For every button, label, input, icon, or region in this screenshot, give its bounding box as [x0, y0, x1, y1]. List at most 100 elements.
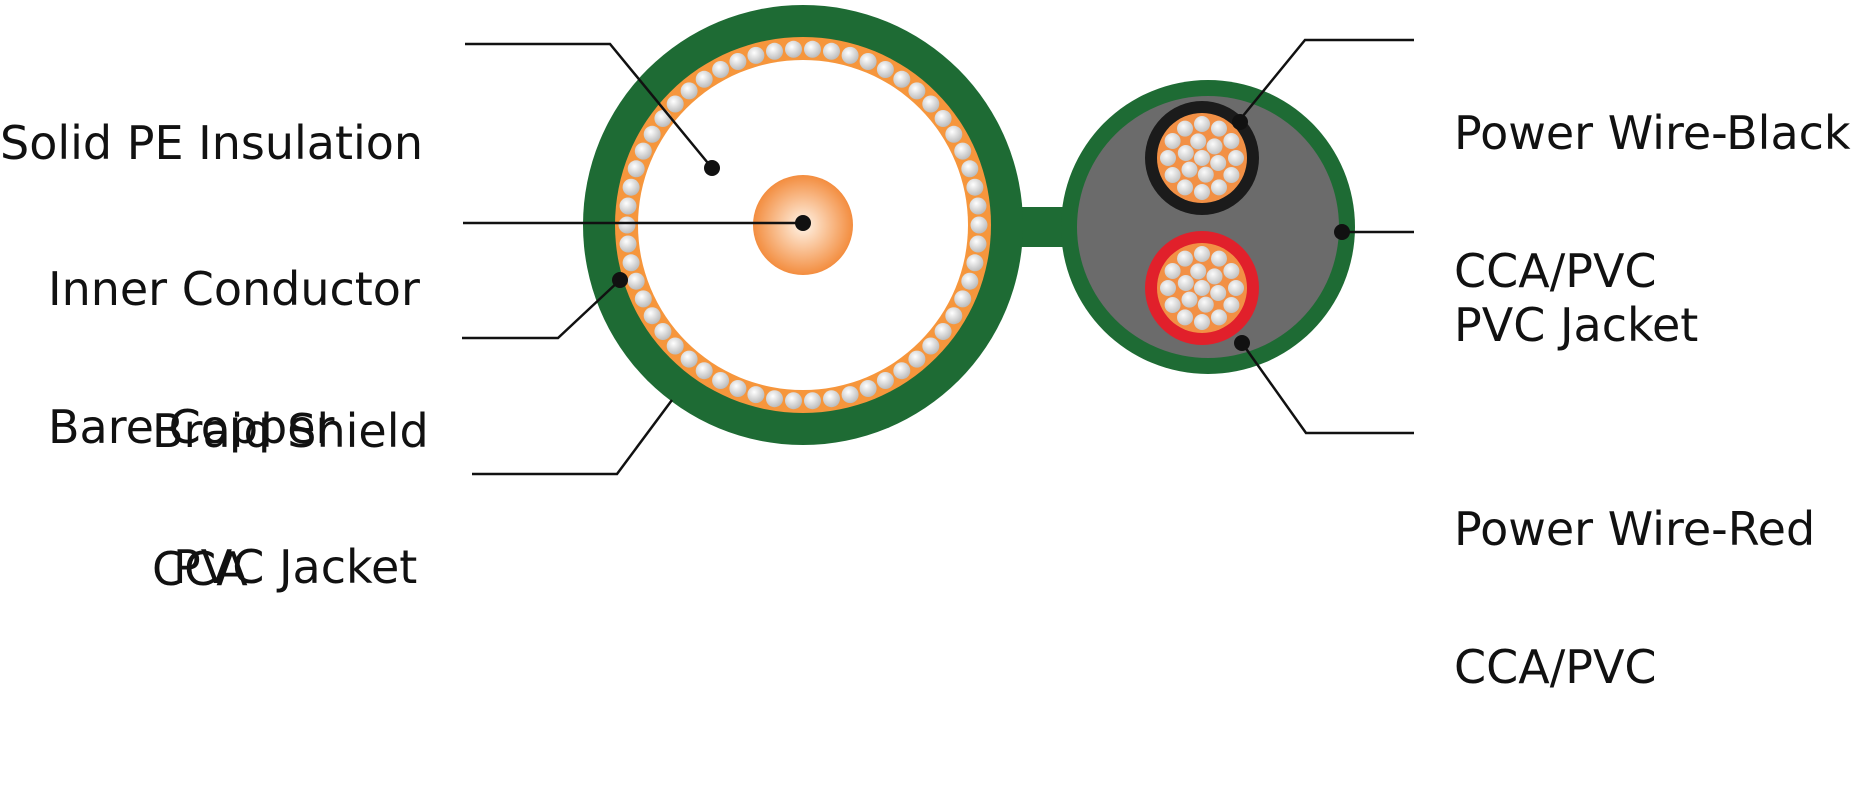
conductor-strand — [1211, 309, 1227, 326]
conductor-strand — [1164, 167, 1181, 183]
braid-strand — [627, 160, 645, 178]
braid-strand — [969, 197, 987, 215]
braid-strand — [666, 95, 684, 113]
braid-strand — [954, 142, 972, 160]
braid-strand — [876, 61, 894, 78]
braid-strand — [666, 337, 684, 355]
braid-strand — [619, 197, 637, 215]
power-wire-red-strands — [1160, 246, 1244, 330]
diagram-canvas — [462, 5, 1414, 476]
braid-strand — [622, 254, 640, 272]
braid-strand — [785, 40, 802, 58]
braid-strand — [643, 307, 661, 325]
label-solid-pe-insulation: Solid PE Insulation — [0, 28, 423, 258]
cable-cross-section-diagram: Solid PE Insulation Inner Conductor Bare… — [0, 5, 1851, 690]
conductor-strand — [1223, 133, 1240, 149]
conductor-strand — [1194, 116, 1210, 132]
braid-strand — [619, 235, 637, 253]
braid-strand — [954, 290, 972, 308]
braid-strand — [969, 235, 987, 253]
dot-inner-conductor — [795, 215, 811, 231]
dot-pvc-right — [1334, 224, 1350, 240]
braid-strand — [823, 390, 840, 408]
braid-strand — [908, 82, 926, 100]
conductor-strand — [1177, 275, 1194, 291]
label-inner-conductor: Inner Conductor Bare Copper — [48, 174, 420, 542]
label-solid-pe-line1: Solid PE Insulation — [0, 116, 424, 170]
conductor-strand — [1164, 133, 1181, 149]
label-power-wire-black: Power Wire-Black CCA/PVC — [1454, 18, 1851, 386]
conductor-strand — [1181, 161, 1198, 178]
braid-strand — [945, 307, 963, 325]
braid-strand — [680, 82, 698, 100]
label-power-wire-red: Power Wire-Red CCA/PVC — [1454, 414, 1815, 782]
braid-strand — [934, 323, 952, 340]
braid-strand — [695, 362, 713, 380]
braid-strand — [859, 380, 877, 397]
label-power-black-line2: CCA/PVC — [1454, 244, 1657, 298]
conductor-strand — [1223, 297, 1240, 313]
conductor-strand — [1206, 268, 1223, 285]
leader-solid-pe — [465, 42, 713, 169]
braid-strand — [922, 337, 940, 355]
conductor-strand — [1210, 285, 1227, 301]
braid-strand — [680, 350, 698, 368]
braid-strand — [961, 160, 979, 178]
braid-strand — [712, 372, 730, 389]
braid-strand — [622, 178, 640, 196]
conductor-strand — [1177, 145, 1194, 161]
conductor-strand — [1194, 184, 1210, 200]
conductor-strand — [1223, 263, 1240, 279]
label-inner-conductor-line2: Bare Copper — [48, 400, 335, 454]
braid-strand — [654, 110, 672, 127]
dot-power-black — [1232, 114, 1248, 130]
braid-strand — [766, 42, 783, 60]
braid-strand — [627, 272, 645, 290]
braid-strand — [922, 95, 940, 113]
braid-strands — [618, 40, 988, 410]
braid-strand — [934, 110, 952, 127]
label-pvc-right-line1: PVC Jacket — [1454, 298, 1699, 352]
conductor-strand — [1181, 291, 1198, 308]
braid-strand — [643, 125, 661, 143]
conductor-strand — [1228, 150, 1244, 166]
leader-pvc-left — [472, 399, 674, 476]
braid-strand — [893, 362, 911, 380]
conductor-strand — [1197, 296, 1214, 313]
braid-strand — [747, 386, 765, 404]
dot-braid-shield — [612, 272, 628, 288]
conductor-strand — [1177, 120, 1193, 137]
power-filler — [1077, 96, 1339, 358]
conductor-strand — [1177, 309, 1193, 326]
braid-strand — [654, 323, 672, 340]
conductor-strand — [1177, 250, 1193, 267]
conductor-strand — [1194, 150, 1210, 166]
braid-strand — [785, 392, 802, 410]
conductor-strand — [1194, 280, 1210, 296]
braid-strand — [766, 390, 783, 408]
conductor-strand — [1211, 120, 1227, 137]
conductor-strand — [1164, 263, 1181, 279]
braid-strand — [729, 380, 747, 397]
label-power-red-line1: Power Wire-Red — [1454, 502, 1816, 556]
conductor-strand — [1164, 297, 1181, 313]
conductor-strand — [1194, 314, 1210, 330]
conductor-strand — [1228, 280, 1244, 296]
label-power-black-line1: Power Wire-Black — [1454, 106, 1851, 160]
braid-strand — [804, 392, 821, 410]
conductor-strand — [1197, 166, 1214, 183]
braid-strand — [908, 350, 926, 368]
braid-strand — [970, 216, 988, 234]
braid-strand — [859, 53, 877, 70]
braid-strand — [893, 70, 911, 88]
braid-strand — [876, 372, 894, 389]
conductor-strand — [1211, 250, 1227, 267]
conductor-strand — [1194, 246, 1210, 262]
braid-strand — [634, 142, 652, 160]
label-inner-conductor-line1: Inner Conductor — [48, 262, 420, 316]
braid-strand — [747, 46, 765, 64]
dot-power-red — [1234, 335, 1250, 351]
conductor-strand — [1160, 280, 1176, 296]
dot-solid-pe — [704, 160, 720, 176]
conductor-strand — [1210, 155, 1227, 171]
